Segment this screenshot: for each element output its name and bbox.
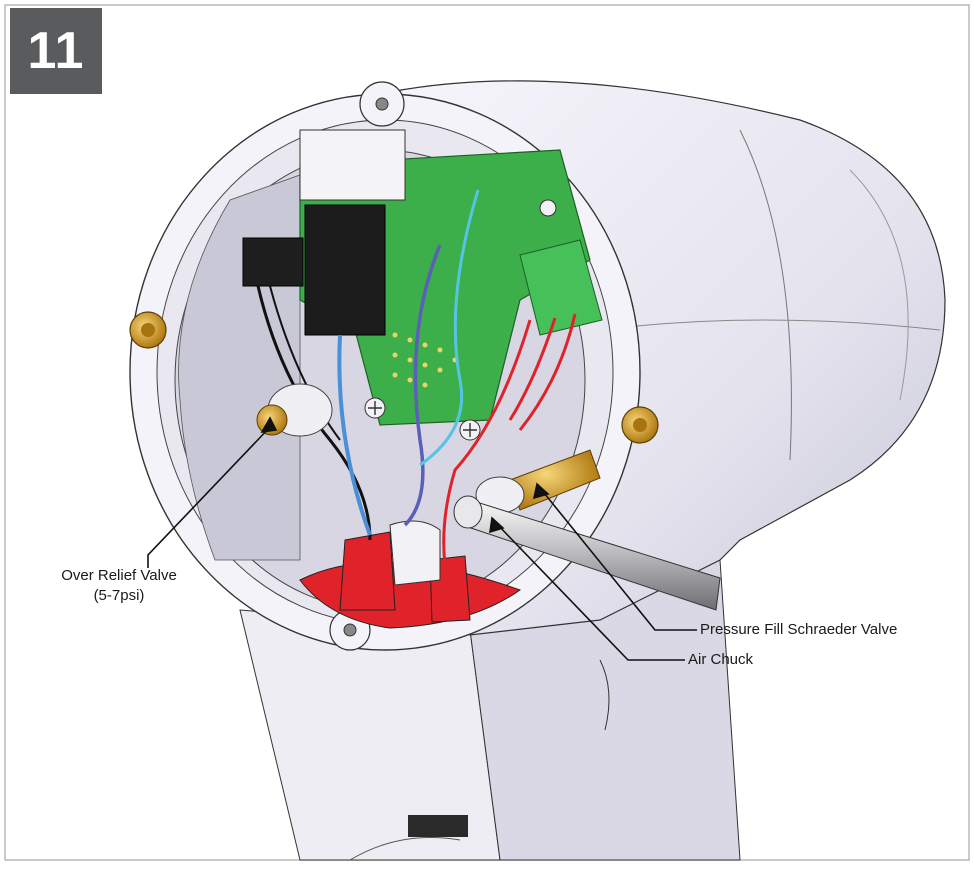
red-wire-1 <box>442 319 532 566</box>
purple-wire <box>403 244 442 527</box>
cyan-wire <box>419 189 480 467</box>
callout-over-relief-valve: Over Relief Valve (5-7psi) <box>44 566 194 606</box>
housing-ridge-2 <box>849 169 909 401</box>
callout-air-chuck: Air Chuck <box>688 651 754 668</box>
red-wire-2 <box>508 317 557 421</box>
black-connector-small <box>242 237 304 287</box>
white-connector <box>299 129 406 201</box>
callout-over-relief-valve-pressure: (5-7psi) <box>93 587 145 604</box>
callout-pressure-fill-valve: Pressure Fill Schraeder Valve <box>700 621 898 638</box>
leader-relief-valve <box>147 424 273 568</box>
mount-slot <box>599 659 610 731</box>
screw-hole-bottom <box>343 623 357 637</box>
pcb-screw-top <box>539 199 557 217</box>
pcb-pads <box>392 332 458 388</box>
step-number-badge: 11 <box>10 8 102 94</box>
leader-lines <box>147 416 697 661</box>
air-chuck-icon <box>453 495 483 529</box>
housing-ridge <box>599 319 941 331</box>
blue-wire <box>337 334 372 536</box>
screw-hole-top <box>375 97 389 111</box>
leader-air-chuck <box>494 521 685 661</box>
black-connector-large <box>304 204 386 336</box>
mount-base-edge <box>349 837 461 861</box>
housing-seam <box>739 129 792 461</box>
leader-schrader-valve <box>539 487 697 631</box>
black-wire <box>256 285 372 541</box>
red-grommet-left <box>339 531 396 611</box>
mount-connector <box>408 815 468 837</box>
red-wire-3 <box>518 313 577 431</box>
cable-clamp <box>389 520 441 586</box>
callout-over-relief-valve-name: Over Relief Valve <box>61 567 177 584</box>
green-terminal-block <box>519 239 603 336</box>
